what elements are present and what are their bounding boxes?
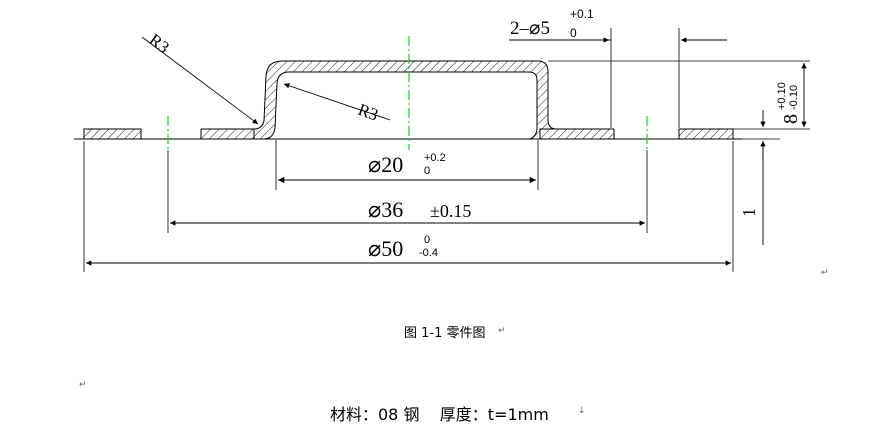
boss-upper-tol: +0.2 [424,152,446,164]
paragraph-mark: ↵ [79,380,87,390]
hole-circle-tol: ±0.15 [430,201,471,221]
boss-lower-tol: 0 [424,165,430,177]
paragraph-mark: ↓ [578,406,586,416]
figure-caption: 图 1-1 零件图 [404,326,486,341]
paragraph-mark: ↵ [498,326,506,336]
dimension-texts: R3 R3 2–⌀5 +0.1 0 ⌀20 +0.2 0 ⌀36 ±0.15 ⌀… [146,7,802,261]
radius-outer-label: R3 [146,30,173,57]
hole-circle-label: ⌀36 [368,197,403,222]
part-section [74,60,742,140]
holes-lower-tol: 0 [570,26,577,40]
outer-diameter-label: ⌀50 [368,236,403,261]
radius-inner-label: R3 [356,100,381,125]
material-spec: 材料：08 钢 厚度：t=1mm [330,405,549,424]
center-lines [167,36,648,150]
height-label: 8 [780,114,802,124]
holes-upper-tol: +0.1 [570,7,594,21]
dimension-lines [86,36,807,266]
paragraph-mark: ↵ [821,268,829,278]
extension-lines [83,28,810,272]
holes-label: 2–⌀5 [510,18,550,39]
thickness-label: 1 [739,208,759,217]
height-upper-tol: +0.10 [776,82,788,110]
outer-lower-tol: -0.4 [419,247,438,259]
outer-upper-tol: 0 [424,234,430,246]
boss-diameter-label: ⌀20 [368,152,403,177]
height-lower-tol: -0.10 [788,85,800,110]
